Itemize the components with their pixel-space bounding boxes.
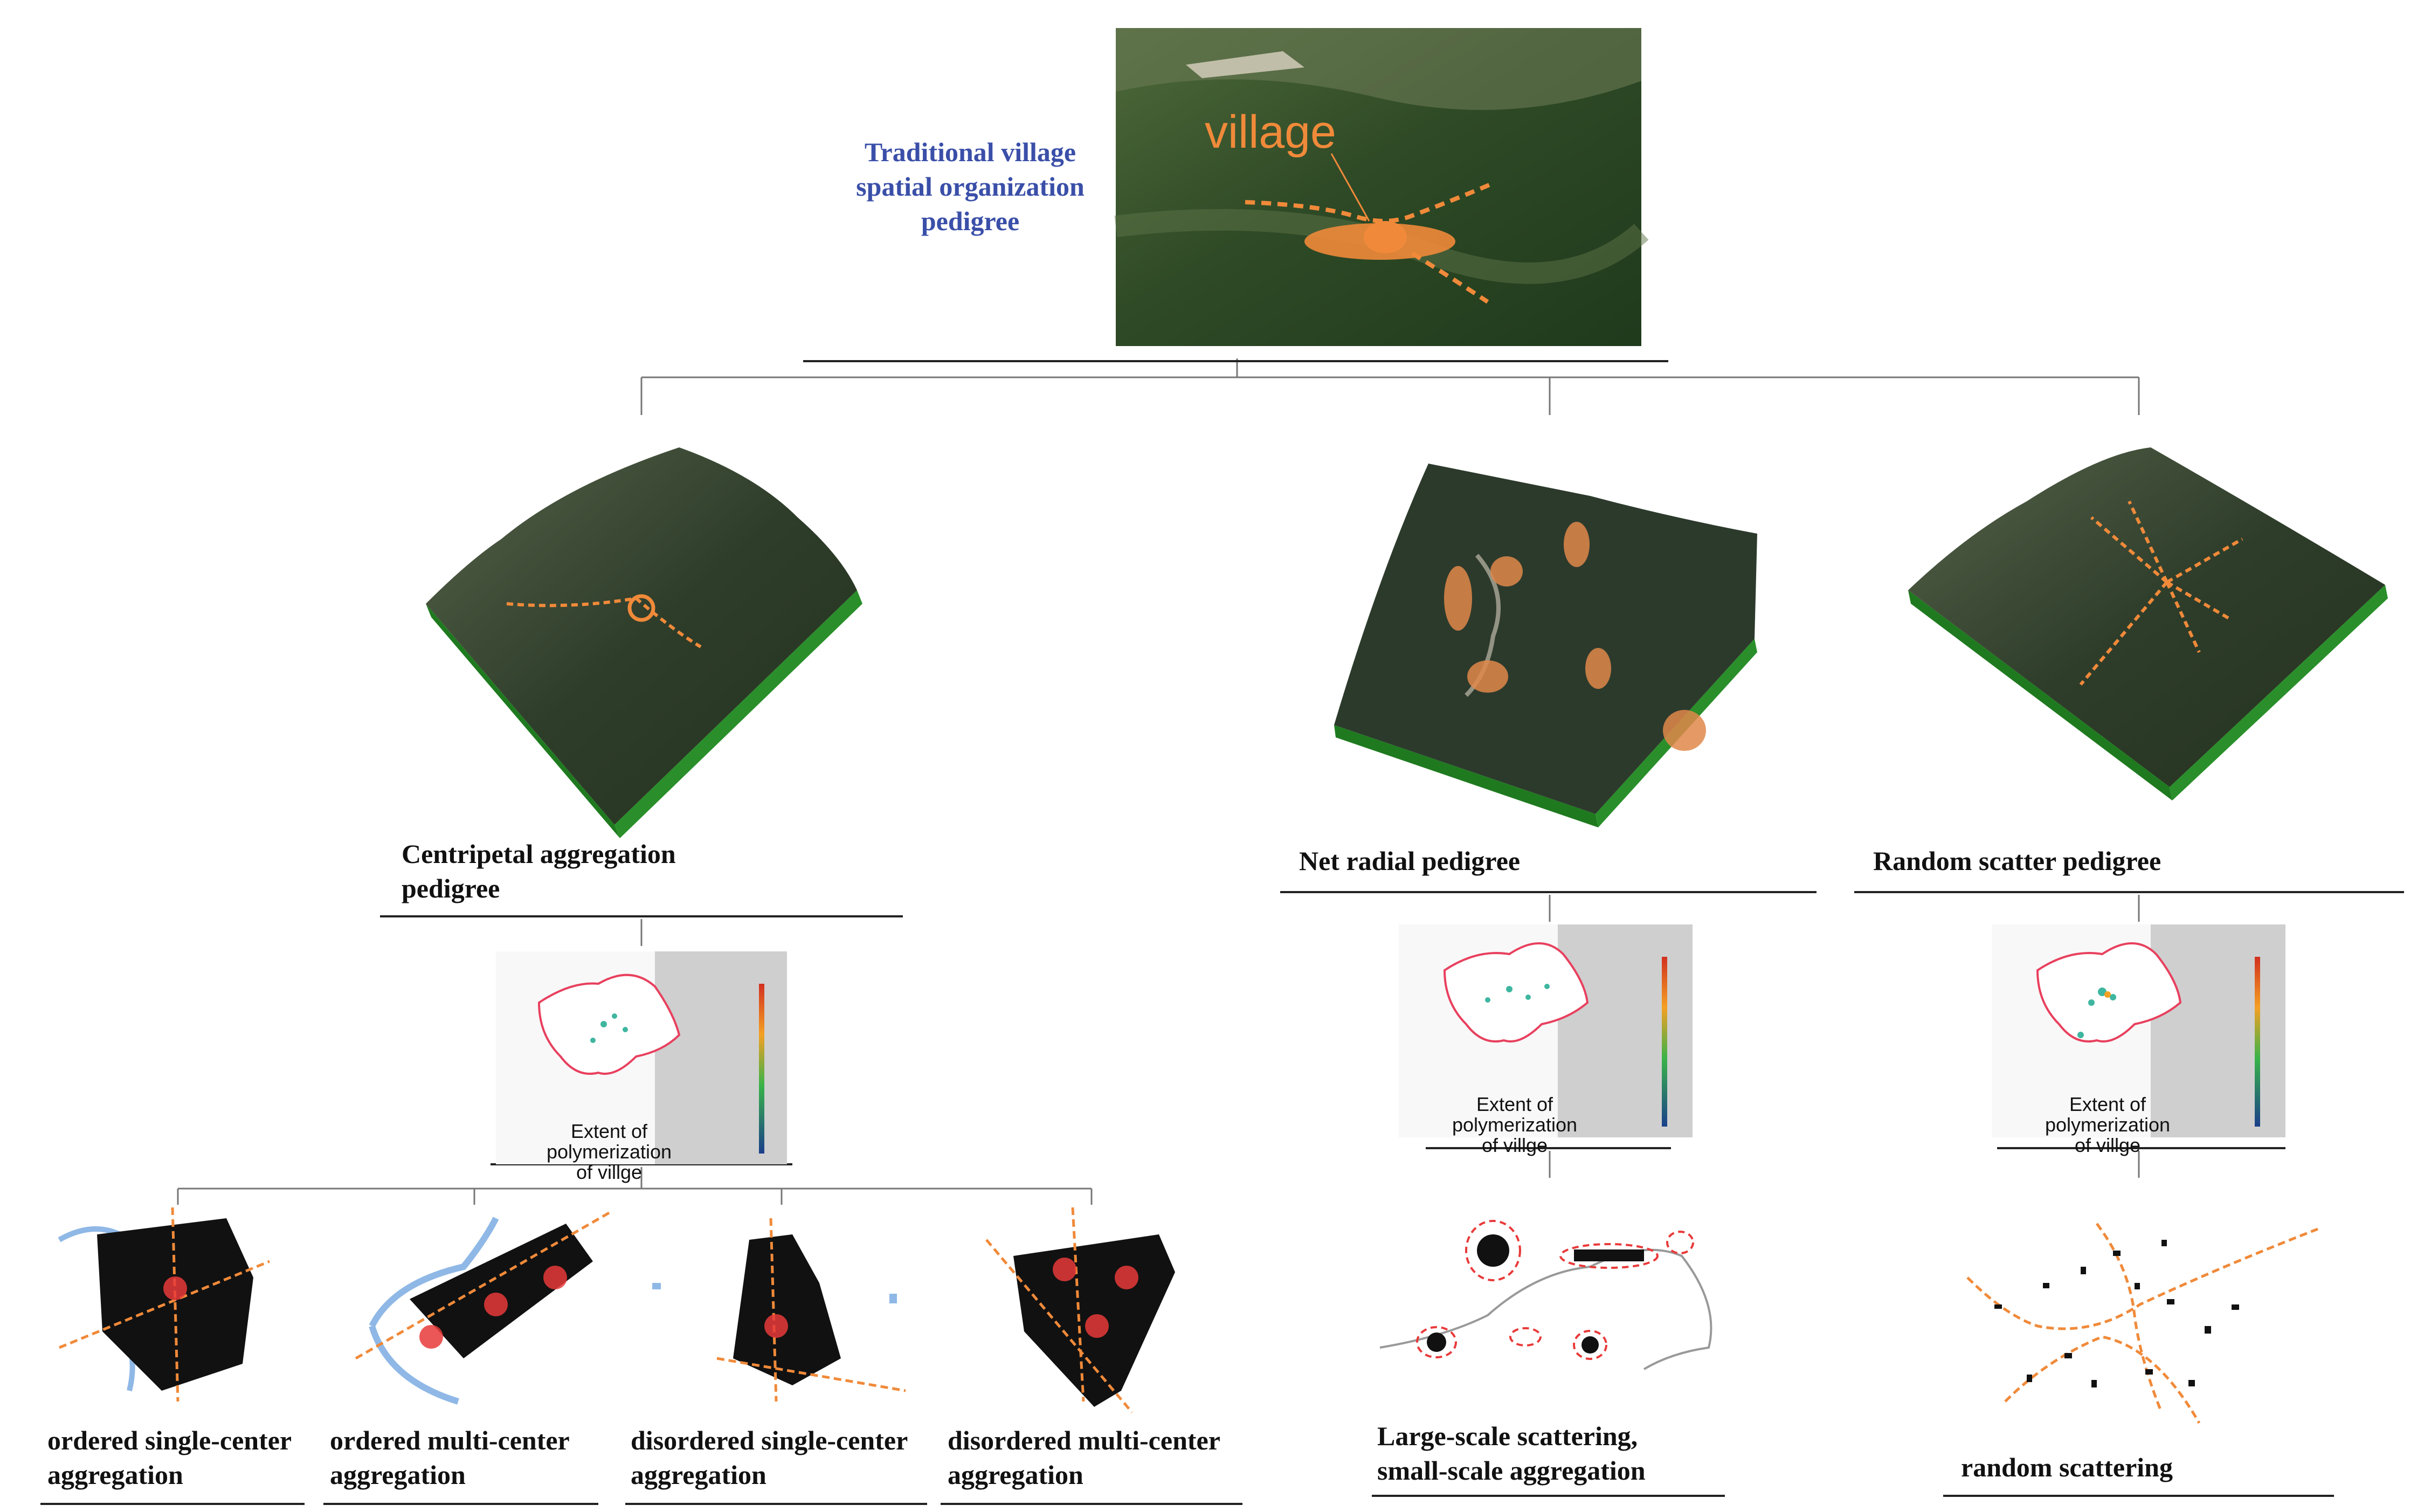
leaf-ordered-single-center: ordered single-center aggregation [47, 1425, 292, 1490]
terrain-centripetal [426, 447, 862, 838]
plan-large-scale-scattering [1379, 1220, 1712, 1370]
diagram-title: Traditional village spatial organization… [830, 135, 1110, 238]
plan-disordered-single-center [652, 1218, 906, 1402]
leaf-ordered-multi-center: ordered multi-center aggregation [330, 1425, 570, 1490]
leaf-disordered-multi-center: disordered multi-center aggregation [948, 1425, 1220, 1490]
heatmap-random-scatter [1992, 924, 2285, 1137]
heatmap-label-net-radial: Extent of polymerization of villge [1452, 1093, 1578, 1156]
centripetal-pedigree-label: Centripetal aggregation pedigree [402, 837, 676, 906]
plan-random-scattering [1966, 1223, 2318, 1424]
title-line-3: pedigree [921, 206, 1020, 236]
title-line-1: Traditional village [864, 137, 1076, 167]
terrain-random-scatter [1908, 447, 2388, 800]
random-scatter-pedigree-label: Random scatter pedigree [1873, 846, 2161, 876]
heatmap-centripetal [496, 951, 787, 1164]
heatmap-label-centripetal: Extent of polymerization of villge [546, 1120, 672, 1183]
centripetal-line-2: pedigree [402, 873, 500, 903]
title-line-2: spatial organization [856, 171, 1085, 202]
leaf-large-scale-scattering: Large-scale scattering, small-scale aggr… [1377, 1421, 1646, 1486]
heatmap-label-random-scatter: Extent of polymerization of villge [2045, 1093, 2171, 1156]
net-radial-pedigree-label: Net radial pedigree [1299, 846, 1521, 876]
terrain-net-radial [1334, 464, 1757, 827]
heatmap-net-radial [1399, 924, 1693, 1137]
plan-ordered-single-center [58, 1207, 270, 1402]
plan-ordered-multi-center [355, 1211, 610, 1405]
village-photo-label: village [1205, 106, 1336, 158]
centripetal-line-1: Centripetal aggregation [402, 839, 676, 869]
plan-disordered-multi-center [985, 1207, 1175, 1413]
leaf-disordered-single-center: disordered single-center aggregation [631, 1425, 908, 1490]
leaf-random-scattering: random scattering [1961, 1452, 2173, 1482]
